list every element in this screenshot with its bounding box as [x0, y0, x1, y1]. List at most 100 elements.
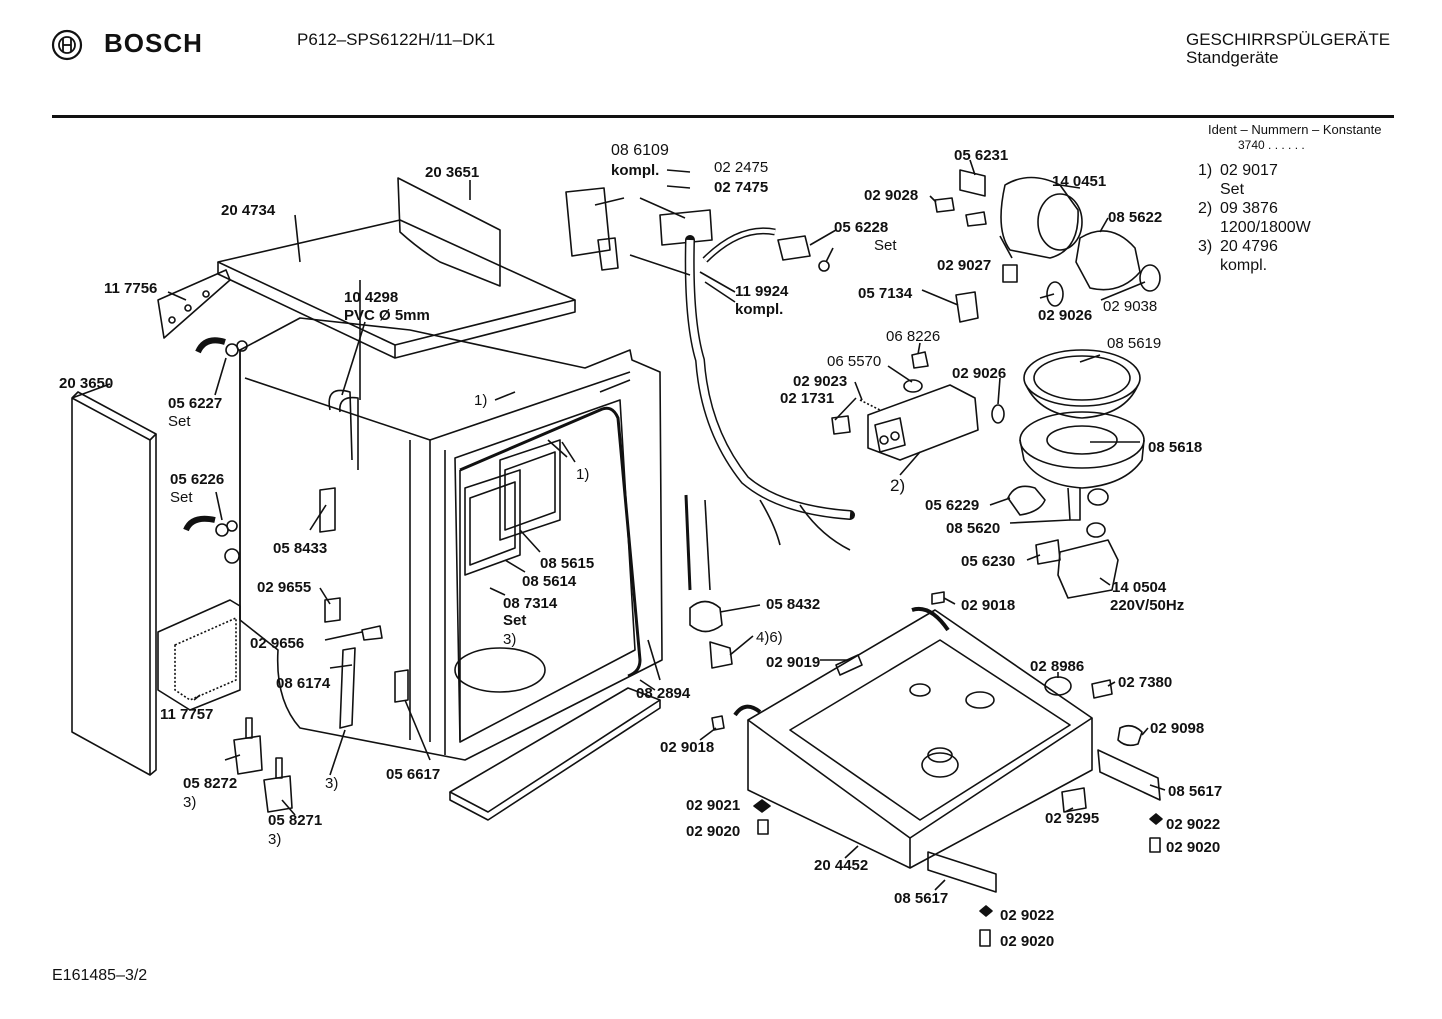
part-label: 02 9098 [1150, 720, 1204, 737]
category-title: GESCHIRRSPÜLGERÄTE [1186, 30, 1391, 49]
part-label: 06 8226 [886, 328, 940, 345]
category-block: GESCHIRRSPÜLGERÄTE Standgeräte [1186, 31, 1390, 67]
side-panel-shape [71, 397, 151, 776]
part-label: 02 9018 [961, 597, 1015, 614]
part-label: 02 9026 [952, 365, 1006, 382]
part-label: 05 8432 [766, 596, 820, 613]
top-side-panel-shape [397, 177, 501, 287]
part-label: 20 4452 [814, 857, 868, 874]
part-label: 02 9655 [257, 579, 311, 596]
footnote-key: 2) [1198, 200, 1213, 217]
plinth-shape [449, 687, 661, 813]
part-label: 02 9027 [937, 257, 991, 274]
part-label: 14 0504 [1112, 579, 1167, 596]
part-label: 02 9021 [686, 797, 740, 814]
sump-bowl-shape [1019, 411, 1145, 469]
part-label: 02 1731 [780, 390, 834, 407]
pressure-switch-shape [689, 600, 723, 633]
part-label: 02 9020 [686, 823, 740, 840]
part-label: 14 0451 [1052, 173, 1106, 190]
part-label: 20 3651 [425, 164, 479, 181]
part-label: kompl. [611, 162, 659, 179]
part-label: 1) [474, 392, 487, 409]
part-label: 02 9656 [250, 635, 304, 652]
footnote-part: 09 3876 [1220, 200, 1278, 217]
part-label: 2) [890, 476, 905, 495]
part-label: 08 5617 [894, 890, 948, 907]
footnote-part: 20 4796 [1220, 238, 1278, 255]
part-label: 05 7134 [858, 285, 913, 302]
part-label: Set [170, 489, 193, 506]
part-label: 08 5618 [1148, 439, 1202, 456]
part-label: 20 3650 [59, 375, 113, 392]
pump-housing-shape [1075, 230, 1141, 291]
footnote-2: 2) 09 3876 [1198, 199, 1311, 218]
part-label: 08 7314 [503, 595, 558, 612]
part-label: 20 4734 [221, 202, 276, 219]
part-label: 05 8271 [268, 812, 322, 829]
part-label: 4)6) [756, 629, 783, 646]
footnote-desc: kompl. [1220, 257, 1268, 274]
footnote-1: 1) 02 9017 [1198, 161, 1311, 180]
part-labels: 20 3651 20 4734 11 7756 10 4298 PVC Ø 5m… [59, 142, 1222, 950]
tub-body-shape [239, 317, 663, 761]
part-label: 05 6228 [834, 219, 888, 236]
part-label: 08 6109 [611, 142, 669, 159]
part-label: 02 9026 [1038, 307, 1092, 324]
part-label: 02 9028 [864, 187, 918, 204]
part-label: 05 6227 [168, 395, 222, 412]
footnote-desc: 1200/1800W [1220, 219, 1311, 236]
part-label: PVC Ø 5mm [344, 307, 430, 324]
part-label: 02 9020 [1166, 839, 1220, 856]
footnote-3: 3)20 4796 [1198, 237, 1311, 256]
ident-value: 3740 . . . . . . [1238, 138, 1305, 152]
footnote-key: 1) [1198, 162, 1213, 179]
part-label: 08 5620 [946, 520, 1000, 537]
part-label: 05 8433 [273, 540, 327, 557]
heater-block-shape [867, 384, 979, 461]
footnote-part: 02 9017 [1220, 162, 1278, 179]
drain-pump-shape [1057, 539, 1119, 599]
part-label: 02 9022 [1000, 907, 1054, 924]
part-label: 05 6226 [170, 471, 224, 488]
part-label: Set [874, 237, 897, 254]
brand-name: BOSCH [104, 28, 203, 58]
part-label: 11 7757 [160, 706, 213, 723]
bosch-logo-icon [51, 29, 83, 61]
ident-title: Ident – Nummern – Konstante [1208, 122, 1382, 137]
part-label: 05 8272 [183, 775, 237, 792]
part-label: 3) [325, 775, 338, 792]
part-label: 02 9023 [793, 373, 847, 390]
part-label: 3) [183, 794, 196, 811]
footnotes: 1) 02 9017 Set 2) 09 3876 1200/1800W 3)20 … [1198, 161, 1311, 275]
category-subtitle: Standgeräte [1186, 48, 1279, 67]
part-label: 05 6230 [961, 553, 1015, 570]
filter-ring-shape [1023, 349, 1141, 407]
inlet-valve-shape [565, 187, 611, 257]
part-label: 02 7475 [714, 179, 768, 196]
part-label: 02 9020 [1000, 933, 1054, 950]
part-label: 11 7756 [104, 280, 157, 297]
part-label: 11 9924 [735, 283, 789, 300]
part-label: 02 9038 [1103, 298, 1157, 315]
header-rule [52, 115, 1394, 118]
footnote-desc: Set [1220, 181, 1245, 198]
part-label: 3) [268, 831, 281, 848]
part-label: 02 9022 [1166, 816, 1220, 833]
part-label: 3) [503, 631, 516, 648]
part-label: Set [168, 413, 191, 430]
insulation-block-shape [157, 599, 241, 711]
part-label: 08 5622 [1108, 209, 1162, 226]
part-label: 02 9018 [660, 739, 714, 756]
part-label: 02 9019 [766, 654, 820, 671]
part-label: 08 5617 [1168, 783, 1222, 800]
part-label: 02 2475 [714, 159, 768, 176]
part-label: 08 5614 [522, 573, 577, 590]
bracket-shape [157, 269, 231, 339]
drawing-reference: E161485–3/2 [52, 967, 148, 984]
part-label: 05 6231 [954, 147, 1008, 164]
part-label: 05 6229 [925, 497, 979, 514]
part-label: 10 4298 [344, 289, 398, 306]
part-label: 220V/50Hz [1110, 597, 1184, 614]
